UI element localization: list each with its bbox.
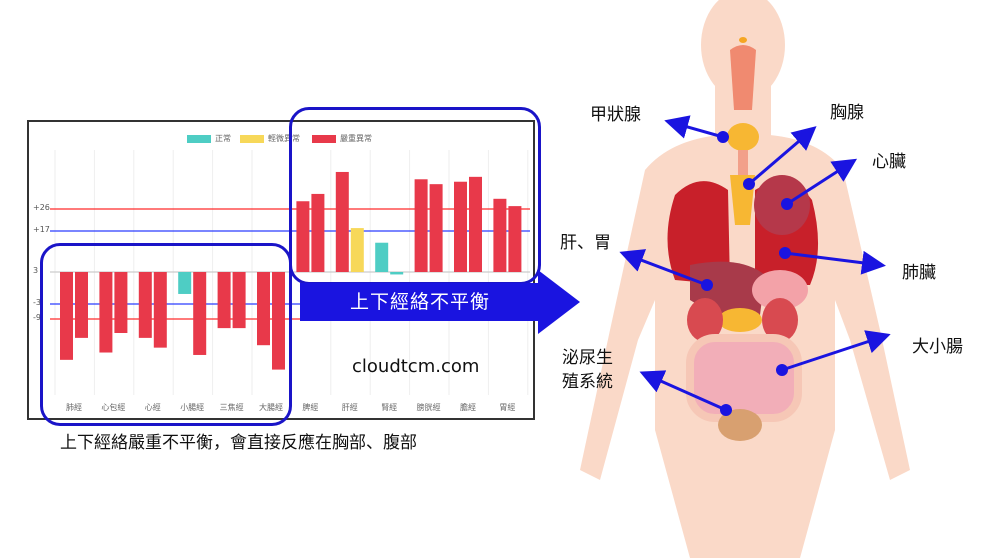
x-tick-label: 小腸經 (180, 403, 205, 412)
bar-肺經-right (75, 272, 88, 338)
label-thymus: 胸腺 (830, 103, 864, 123)
bar-三焦經-left (217, 272, 231, 329)
bar-腎經-right (390, 272, 404, 275)
bar-胃經-right (508, 206, 522, 272)
x-tick-label: 大腸經 (259, 403, 283, 412)
bar-心包經-left (99, 272, 113, 353)
y-tick-label: +26 (33, 203, 50, 212)
bar-大腸經-right (272, 272, 285, 370)
y-tick-label: -9 (33, 313, 41, 322)
bar-小腸經-left (178, 272, 192, 294)
lower-meridians-highlight (40, 243, 292, 426)
bar-小腸經-right (193, 272, 207, 355)
x-tick-label: 胃經 (499, 403, 516, 412)
imbalance-banner: 上下經絡不平衡 (300, 283, 540, 321)
label-liver-stomach: 肝、胃 (560, 233, 611, 253)
legend-swatch (187, 134, 211, 143)
legend-label: 正常 (215, 134, 231, 143)
legend-mild: 輕微異常 (240, 133, 300, 144)
bar-三焦經-right (232, 272, 246, 329)
bar-膀胱經-left (414, 179, 428, 272)
bar-膀胱經-right (429, 184, 443, 272)
watermark: cloudtcm.com (352, 356, 480, 377)
bar-肝經-right (350, 228, 364, 272)
y-tick-label: 3 (33, 266, 39, 275)
upper-meridians-highlight (289, 107, 541, 285)
bar-心經-right (153, 272, 167, 348)
bar-膽經-right (469, 176, 482, 272)
label-lungs: 肺臟 (902, 263, 936, 283)
legend-swatch (312, 134, 336, 143)
bar-胃經-left (493, 198, 507, 272)
pointer-arrows (619, 115, 891, 416)
legend-label: 輕微異常 (268, 134, 300, 143)
legend-label: 嚴重異常 (340, 134, 372, 143)
label-intestines: 大小腸 (912, 337, 963, 357)
x-tick-label: 肺經 (66, 403, 82, 412)
bar-大腸經-left (257, 272, 270, 346)
bar-心經-left (138, 272, 152, 338)
bar-脾經-left (296, 201, 310, 272)
x-tick-label: 膀胱經 (416, 403, 441, 412)
legend-severe: 嚴重異常 (312, 133, 372, 144)
y-tick-label: +17 (33, 225, 50, 234)
bar-肝經-left (335, 171, 349, 272)
caption: 上下經絡嚴重不平衡，會直接反應在胸部、腹部 (60, 433, 417, 453)
x-tick-label: 心經 (144, 403, 161, 412)
x-tick-label: 膽經 (460, 403, 476, 412)
x-tick-label: 腎經 (381, 403, 398, 412)
y-tick-label: -3 (33, 298, 41, 307)
human-anatomy-illustration (580, 0, 910, 558)
x-tick-label: 脾經 (302, 403, 319, 412)
banner-arrow-icon (538, 270, 580, 334)
meridian-chart (27, 120, 535, 420)
x-tick-label: 肝經 (341, 403, 358, 412)
bar-腎經-left (375, 242, 389, 272)
bar-脾經-right (311, 193, 325, 272)
legend-normal: 正常 (187, 133, 231, 144)
label-thyroid: 甲狀腺 (590, 105, 641, 125)
bar-膽經-left (454, 181, 467, 272)
label-urogenital-line1: 泌尿生 (562, 348, 613, 368)
legend-swatch (240, 134, 264, 143)
x-tick-label: 三焦經 (219, 403, 244, 412)
bar-肺經-left (60, 272, 73, 360)
label-heart: 心臟 (872, 152, 906, 172)
bar-心包經-right (114, 272, 128, 333)
x-tick-label: 心包經 (101, 403, 126, 412)
label-urogenital-line2: 殖系統 (562, 372, 613, 392)
